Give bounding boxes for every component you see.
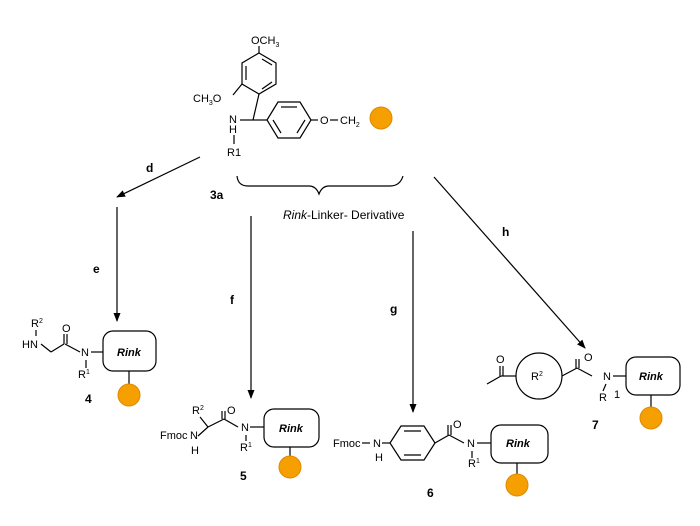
compound-7-label: 7 xyxy=(592,418,599,432)
compound-3a-label: 3a xyxy=(210,188,224,202)
svg-text:1: 1 xyxy=(614,389,620,401)
step-h-label: h xyxy=(502,225,509,239)
svg-text:R2: R2 xyxy=(531,371,543,383)
svg-text:Rink: Rink xyxy=(117,347,142,359)
svg-text:Rink: Rink xyxy=(279,423,304,435)
resin-bead-7 xyxy=(639,406,663,430)
ch2-label: CH2 xyxy=(340,115,360,129)
svg-text:Fmoc: Fmoc xyxy=(333,438,361,450)
svg-text:N: N xyxy=(467,438,475,450)
rink-box-7 xyxy=(625,356,681,396)
step-d-label: d xyxy=(146,161,153,175)
arrow-d xyxy=(116,156,201,198)
svg-text:Rink: Rink xyxy=(639,371,664,383)
resin-bead-6 xyxy=(505,473,529,497)
rink-linker-structure: OCH3 CH3O N H R1 O CH2 xyxy=(193,35,393,159)
dimethoxyphenyl-ring xyxy=(241,52,277,95)
svg-text:O: O xyxy=(584,352,593,364)
svg-text:O: O xyxy=(496,354,505,366)
svg-text:O: O xyxy=(62,323,71,335)
nh-n-label: N xyxy=(229,114,237,126)
svg-text:O: O xyxy=(227,405,236,417)
compound-4-label: 4 xyxy=(85,392,92,406)
svg-text:R2: R2 xyxy=(192,405,204,417)
svg-text:R1: R1 xyxy=(240,442,252,454)
svg-text:R1: R1 xyxy=(468,458,480,470)
svg-text:R2: R2 xyxy=(31,318,43,330)
step-f-label: f xyxy=(230,293,235,307)
svg-text:N: N xyxy=(190,430,198,442)
svg-text:R: R xyxy=(599,392,607,404)
linker-brace xyxy=(236,175,404,196)
r1-label: R1 xyxy=(227,147,241,159)
svg-text:N: N xyxy=(373,438,381,450)
step-e-label: e xyxy=(93,262,100,276)
ch3o-label: CH3O xyxy=(193,93,222,107)
step-g-label: g xyxy=(390,302,397,316)
resin-bead-linker xyxy=(369,106,393,130)
och3-top-label: OCH3 xyxy=(251,35,279,49)
resin-bead-4 xyxy=(117,383,141,407)
resin-bead-5 xyxy=(278,455,302,479)
svg-text:H: H xyxy=(191,445,199,457)
rink-box-5 xyxy=(263,408,320,448)
svg-text:N: N xyxy=(241,422,249,434)
svg-text:HN: HN xyxy=(22,339,38,351)
rink-box-6 xyxy=(490,424,549,464)
svg-text:N: N xyxy=(603,371,611,383)
svg-text:O: O xyxy=(453,419,462,431)
nh-h-label: H xyxy=(229,124,237,136)
svg-text:H: H xyxy=(375,452,383,464)
compound-7-structure: O R2 O N R 1 Rink xyxy=(486,352,681,430)
compound-5-label: 5 xyxy=(240,469,247,483)
ether-o-label: O xyxy=(320,115,329,127)
svg-text:R1: R1 xyxy=(78,369,90,381)
svg-text:Fmoc: Fmoc xyxy=(160,430,188,442)
compound-5-structure: R2 O N R1 Fmoc N H Rink xyxy=(160,405,320,479)
compound-4-structure: R2 HN O N R1 Rink xyxy=(22,318,157,407)
arrow-h xyxy=(433,176,586,349)
compound-6-label: 6 xyxy=(427,486,434,500)
svg-text:Rink: Rink xyxy=(506,438,531,450)
compound-6-structure: Fmoc N H O N R1 Rink xyxy=(333,419,549,497)
svg-text:N: N xyxy=(81,347,89,359)
linker-caption: Rink-Linker- Derivative xyxy=(283,208,405,222)
